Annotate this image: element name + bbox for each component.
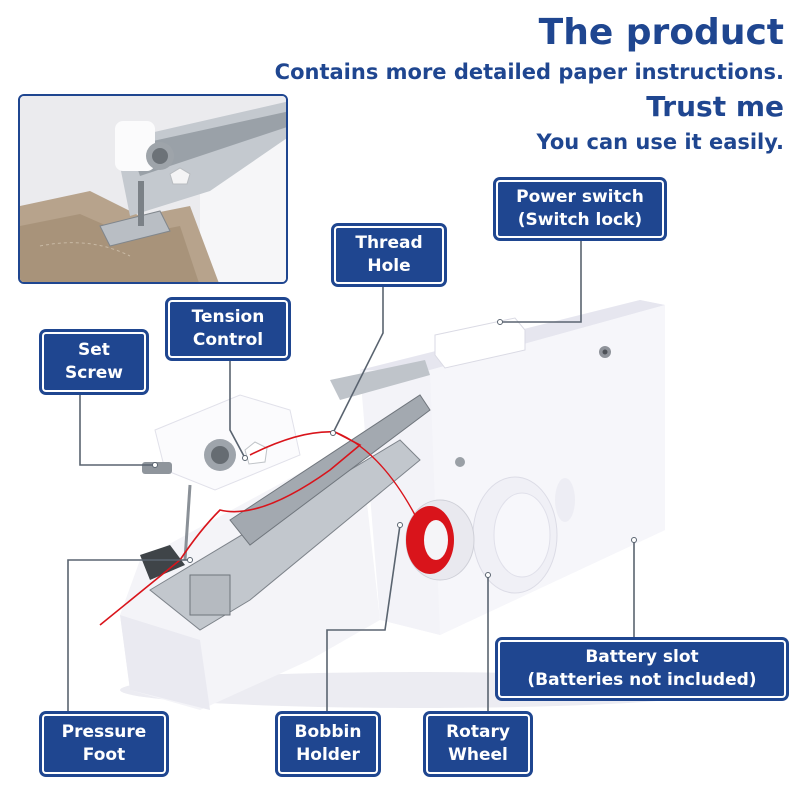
callout-pressure-foot: Pressure Foot <box>42 714 166 774</box>
callout-rotary-wheel-label: Rotary Wheel <box>446 722 510 765</box>
callout-tension-control: Tension Control <box>168 300 288 358</box>
callout-battery-slot: Battery slot (Batteries not included) <box>498 640 786 698</box>
callout-thread-hole: Thread Hole <box>334 226 444 284</box>
headline-trust-me: Trust me <box>646 90 784 123</box>
callout-set-screw: Set Screw <box>42 332 146 392</box>
callout-tension-control-label: Tension Control <box>191 307 265 350</box>
callout-set-screw-label: Set Screw <box>65 340 123 383</box>
callout-bobbin-holder: Bobbin Holder <box>278 714 378 774</box>
headline-title: The product <box>538 12 784 53</box>
callout-bobbin-holder-label: Bobbin Holder <box>294 722 362 765</box>
headline-subtitle-easy: You can use it easily. <box>536 130 784 154</box>
callout-power-switch-label: Power switch (Switch lock) <box>516 187 644 230</box>
close-up-inset <box>18 94 288 284</box>
close-up-needle-illustration <box>20 96 286 282</box>
callout-thread-hole-label: Thread Hole <box>355 233 423 276</box>
callout-pressure-foot-label: Pressure Foot <box>61 722 147 765</box>
callout-battery-slot-label: Battery slot (Batteries not included) <box>527 647 757 690</box>
headline-subtitle-instructions: Contains more detailed paper instruction… <box>274 60 784 84</box>
callout-power-switch: Power switch (Switch lock) <box>496 180 664 238</box>
callout-rotary-wheel: Rotary Wheel <box>426 714 530 774</box>
